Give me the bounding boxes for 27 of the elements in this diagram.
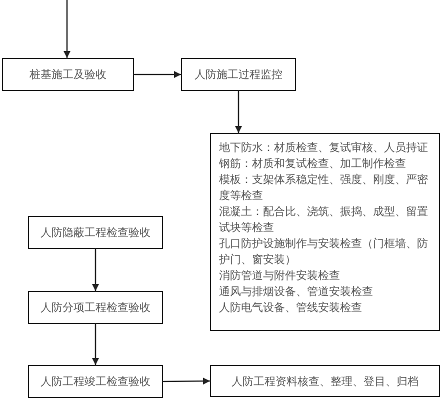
- process-box: [28, 216, 163, 249]
- process-box: [210, 133, 440, 331]
- arrow: [134, 71, 181, 78]
- box-text: 钢筋：材质和复试检查、加工制作检查: [219, 156, 406, 172]
- arrow: [235, 91, 242, 133]
- box-text: 人防隐蔽工程检查验收: [40, 225, 150, 240]
- box-text: 孔口防护设施制作与安装检查（门框墙、防护门、窗安装）: [219, 236, 429, 268]
- box-text: 模板：支架体系稳定性、强度、刚度、严密度等检查: [219, 172, 429, 204]
- box-text: 桩基施工及验收: [30, 67, 106, 82]
- arrow: [92, 324, 99, 365]
- box-text: 地下防水：材质检查、复试审核、人员持证: [219, 140, 428, 156]
- box-text: 通风与排烟设备、管道安装检查: [219, 284, 373, 300]
- process-box: [2, 58, 134, 91]
- box-text: 人防电气设备、管线安装检查: [219, 300, 362, 316]
- arrow: [64, 0, 70, 58]
- box-text: 人防分项工程检查验收: [40, 300, 150, 315]
- box-text: 人防施工过程监控: [194, 67, 282, 82]
- process-box: [28, 365, 163, 398]
- process-box: [28, 291, 163, 324]
- box-text: 人防工程竣工检查验收: [40, 374, 150, 389]
- process-box: [210, 365, 440, 397]
- arrow: [163, 378, 210, 385]
- box-text: 消防管道与附件安装检查: [219, 268, 340, 284]
- box-text: 混凝土：配合比、浇筑、振捣、成型、留置试块等检查: [219, 204, 429, 236]
- arrow: [92, 249, 99, 291]
- process-box: [181, 58, 296, 91]
- box-text: 人防工程资料核查、整理、登目、归档: [232, 374, 418, 388]
